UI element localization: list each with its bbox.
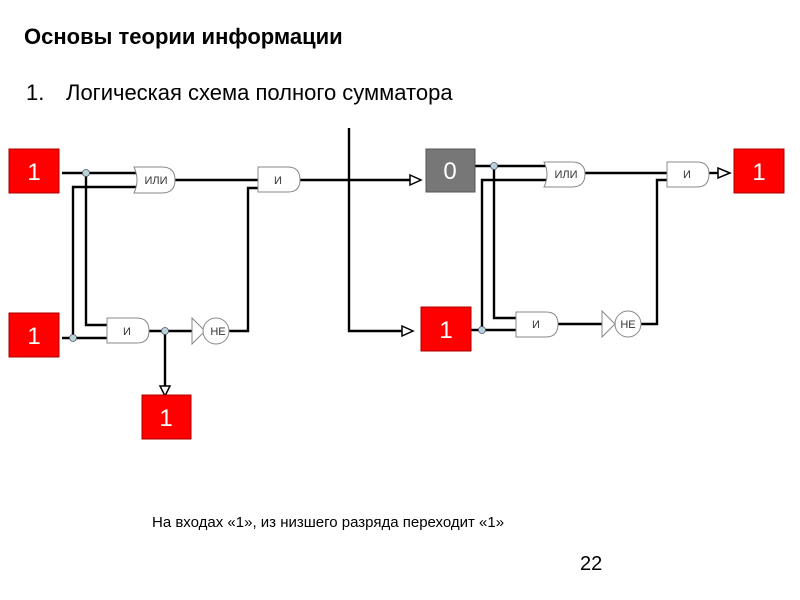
slide-title: Основы теории информации [24,24,343,49]
svg-text:И: И [532,319,540,331]
caption: На входах «1», из низшего разряда перехо… [152,514,505,531]
left-input-a: 1 [8,148,60,194]
svg-text:И: И [123,326,131,338]
right-not-gate: НЕ [601,309,642,339]
svg-text:И: И [274,175,282,187]
right-sum-out: 1 [733,148,785,194]
junction [69,334,77,342]
svg-text:1: 1 [439,317,452,344]
junction [490,162,498,170]
svg-text:1: 1 [27,159,40,186]
arrow-icon [401,324,415,338]
junction [82,169,90,177]
right-or-gate: ИЛИ [543,161,586,188]
left-not-gate: НЕ [191,316,230,346]
right-and-gate-bottom: И [515,311,559,338]
arrow-icon [158,385,172,398]
junction [161,327,169,335]
subtitle-text: Логическая схема полного сумматора [66,80,453,105]
svg-text:1: 1 [27,323,40,350]
left-input-b: 1 [8,312,60,358]
right-and-gate: И [666,161,710,188]
svg-text:1: 1 [752,159,765,186]
left-wires [62,128,412,388]
right-input-b: 1 [420,306,472,352]
right-input-a: 0 [425,148,476,193]
svg-text:0: 0 [443,158,456,185]
left-carry-out: 1 [141,394,192,440]
page-number: 22 [580,553,603,575]
list-number: 1. [26,80,45,105]
left-or-gate: ИЛИ [133,166,176,194]
svg-text:ИЛИ: ИЛИ [144,175,167,187]
right-wires [471,164,722,332]
svg-text:И: И [683,169,691,181]
svg-text:НЕ: НЕ [620,319,635,331]
left-and-gate-bottom: И [106,317,150,344]
svg-text:ИЛИ: ИЛИ [554,169,577,181]
junction [478,326,486,334]
arrow-icon [717,166,732,180]
arrow-icon [409,173,423,187]
slide-subtitle: 1. Логическая схема полного сумматора [26,80,453,106]
svg-text:НЕ: НЕ [210,326,225,338]
svg-text:1: 1 [159,405,172,432]
left-and-gate: И [257,166,301,193]
